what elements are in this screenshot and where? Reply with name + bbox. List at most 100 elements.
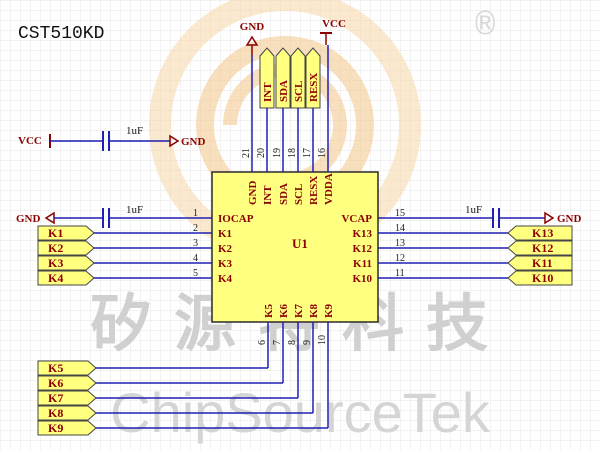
net-label-shape <box>507 240 573 256</box>
net-label-shape <box>37 405 97 421</box>
net-label-text: K13 <box>532 226 553 240</box>
net-label-k1: K1 <box>37 225 95 241</box>
vdda-cap-gnd-label: GND <box>181 136 206 148</box>
vdda-cap-row: VCC 1uF GND <box>18 125 206 151</box>
vcap-cap-row: 1uF GND <box>378 204 582 228</box>
net-label-k5: K5 <box>37 360 97 376</box>
net-label-text: K10 <box>532 271 553 285</box>
net-label-shape <box>507 255 573 271</box>
pin-2: 2 K1 <box>92 223 232 240</box>
pin-number: 11 <box>395 268 405 279</box>
pin-number: 18 <box>287 148 298 158</box>
net-label-sda: SDA <box>275 47 291 109</box>
pin-number: 19 <box>272 148 283 158</box>
net-label-shape <box>37 420 97 436</box>
top-vcc-label: VCC <box>322 18 346 30</box>
net-label-shape <box>507 225 573 241</box>
pin-name-scl: SCL <box>293 184 305 205</box>
chip-body <box>211 171 379 323</box>
pin-name-k6: K6 <box>278 303 290 318</box>
net-label-shape <box>37 270 95 286</box>
pin-name-sda: SDA <box>278 183 290 205</box>
pin-number: 12 <box>395 253 405 264</box>
net-label-k6: K6 <box>37 375 97 391</box>
pin-name-int: INT <box>262 185 274 205</box>
net-label-text: RESX <box>308 73 320 102</box>
pin-9: 9 K8 <box>95 303 320 414</box>
pin-name-k1: K1 <box>218 228 232 240</box>
pin-name-vcap: VCAP <box>341 213 372 225</box>
net-label-shape <box>37 240 95 256</box>
net-label-text: INT <box>262 82 274 102</box>
net-label-text: K9 <box>48 421 63 435</box>
net-label-shape <box>275 47 291 109</box>
top-gnd-label: GND <box>240 21 265 33</box>
vcc-label-left: VCC <box>18 135 42 147</box>
pin-name-k11: K11 <box>353 258 372 270</box>
pin-name-resx: RESX <box>308 176 320 205</box>
diagram-title: CST510KD <box>18 24 104 44</box>
pin-number: 15 <box>395 208 405 219</box>
pin-number: 14 <box>395 223 405 234</box>
net-label-shape <box>37 390 97 406</box>
net-label-int: INT <box>259 47 275 109</box>
pin-name-k10: K10 <box>352 273 372 285</box>
net-label-text: K11 <box>532 256 553 270</box>
net-label-resx: RESX <box>305 47 321 109</box>
pin-6: 6K5 <box>95 303 275 369</box>
top-gnd-symbol: GND <box>240 21 265 55</box>
chip-ref: U1 <box>292 236 308 251</box>
net-label-shape <box>290 47 306 109</box>
net-label-k11: K11 <box>507 255 573 271</box>
iocap-cap-row: GND 1uF <box>16 204 212 228</box>
top-vcc-symbol: VCC <box>320 18 346 45</box>
pin-number: 2 <box>193 223 198 234</box>
pin-name-iocap: IOCAP <box>218 213 254 225</box>
vdda-cap-value: 1uF <box>126 125 143 137</box>
net-label-k7: K7 <box>37 390 97 406</box>
pin-name-k12: K12 <box>352 243 372 255</box>
net-label-k4: K4 <box>37 270 95 286</box>
pin-number: 21 <box>241 148 252 158</box>
net-label-k2: K2 <box>37 240 95 256</box>
net-label-text: K7 <box>48 391 63 405</box>
pin-number: 20 <box>256 148 267 158</box>
pin-number: 9 <box>302 340 313 345</box>
net-label-text: K5 <box>48 361 63 375</box>
net-label-text: K6 <box>48 376 63 390</box>
pin-name-k8: K8 <box>308 303 320 318</box>
pin-name-k4: K4 <box>218 273 233 285</box>
pin-number: 6 <box>257 340 268 345</box>
net-label-k12: K12 <box>507 240 573 256</box>
net-label-text: K12 <box>532 241 553 255</box>
net-label-k8: K8 <box>37 405 97 421</box>
pin-number: 10 <box>317 335 328 345</box>
net-label-text: SCL <box>293 81 305 102</box>
iocap-gnd-label: GND <box>16 213 41 225</box>
net-label-shape <box>37 360 97 376</box>
net-label-shape <box>305 47 321 109</box>
net-label-shape <box>37 255 95 271</box>
pin-11: 11 K10 <box>352 268 510 285</box>
net-label-shape <box>37 375 97 391</box>
vcap-gnd-label: GND <box>557 213 582 225</box>
net-label-k9: K9 <box>37 420 97 436</box>
net-label-text: SDA <box>278 80 290 102</box>
net-label-shape <box>259 47 275 109</box>
net-label-k10: K10 <box>507 270 573 286</box>
iocap-cap-value: 1uF <box>126 204 143 216</box>
pin-8: 8K7 <box>95 303 305 399</box>
